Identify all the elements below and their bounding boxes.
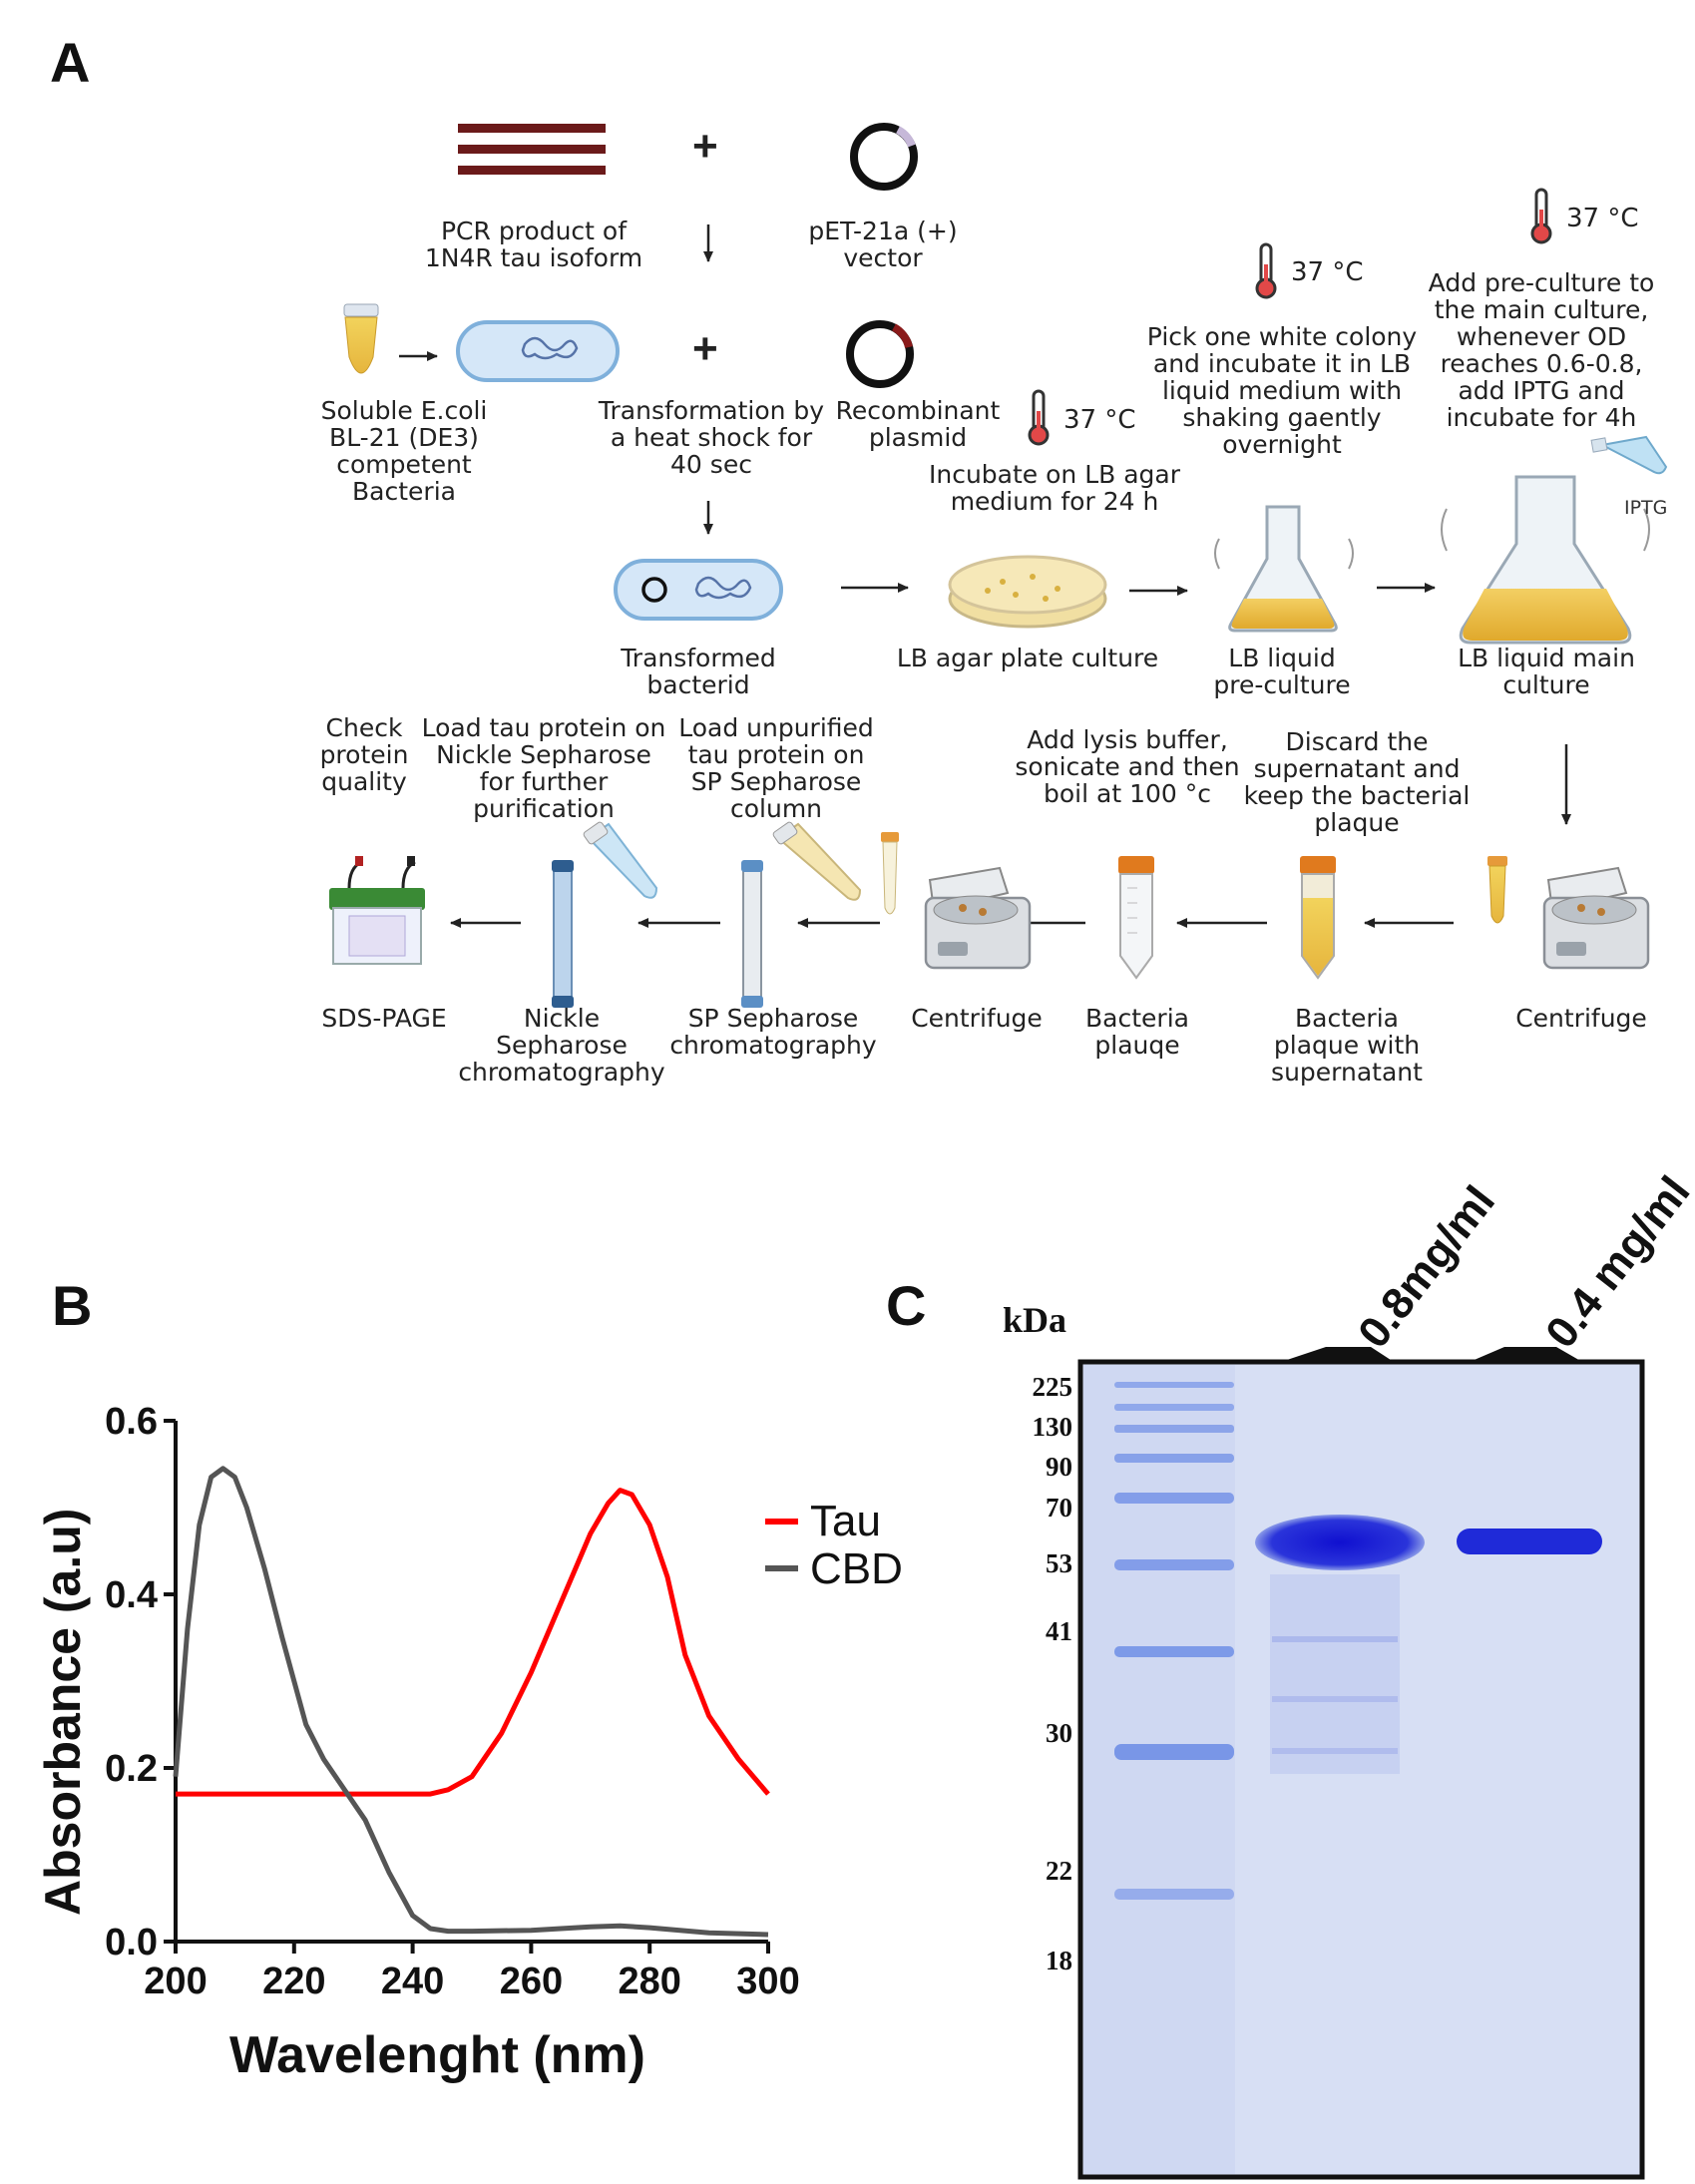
centrifuge-icon-2	[924, 866, 1032, 970]
tau-series-line	[176, 1488, 770, 1797]
nickle-sepharose-column-icon	[552, 860, 574, 1008]
loading-tube-icon-2	[583, 821, 658, 899]
label-sds-page: SDS-PAGE	[321, 1004, 447, 1033]
temp-label-3: 37 °C	[1566, 204, 1639, 233]
iptg-tube-icon	[1590, 435, 1668, 475]
label-centrifuge-2: Centrifuge	[911, 1004, 1043, 1033]
label-main-culture: LB liquid main culture	[1458, 644, 1635, 699]
label-check-quality: Check protein quality	[319, 713, 409, 796]
label-vector: pET-21a (+) vector	[808, 217, 958, 272]
marker-label-41: 41	[1046, 1616, 1072, 1646]
x-tick-label: 200	[144, 1961, 207, 2002]
marker-label-130: 130	[1032, 1412, 1073, 1442]
main-culture-flask-icon	[1441, 475, 1650, 645]
label-iptg: IPTG	[1624, 497, 1668, 519]
petri-dish-icon	[948, 555, 1107, 629]
cbd-series-line	[173, 1466, 769, 1938]
panel-letter-b: B	[52, 1274, 93, 1337]
thermometer-icon-3	[1530, 188, 1552, 244]
lane-marker-1	[1281, 1347, 1394, 1362]
falcon-tube-plaque-icon	[1118, 856, 1154, 980]
legend-label-cbd: CBD	[810, 1544, 903, 1593]
small-tube-icon-1	[1487, 856, 1507, 924]
thermometer-icon-1	[1028, 389, 1050, 446]
label-transformation: Transformation by a heat shock for 40 se…	[598, 396, 825, 479]
preculture-flask-icon	[1214, 505, 1354, 633]
x-tick-label: 300	[736, 1961, 799, 2002]
label-incubate-agar: Incubate on LB agar medium for 24 h	[928, 460, 1181, 516]
plus-sign-1: +	[692, 122, 718, 171]
panel-letter-c: C	[886, 1274, 927, 1337]
sp-sepharose-column-icon	[741, 860, 763, 1008]
y-tick-label: 0.6	[105, 1401, 158, 1443]
marker-label-53: 53	[1046, 1548, 1072, 1578]
sds-page-apparatus-icon	[329, 856, 425, 965]
label-nickle-chromatography: Nickle Sepharose chromatography	[458, 1004, 665, 1087]
label-preculture: LB liquid pre-culture	[1213, 644, 1351, 699]
label-plaque-supernatant: Bacteria plaque with supernatant	[1271, 1004, 1423, 1087]
label-bacteria-plauqe: Bacteria plauqe	[1085, 1004, 1189, 1060]
lane-marker-2	[1470, 1347, 1582, 1362]
label-agar-plate: LB agar plate culture	[896, 644, 1159, 672]
label-load-unpurified: Load unpurified tau protein on SP Sephar…	[678, 713, 874, 823]
sds-gel-image	[1077, 1347, 1645, 2180]
x-tick-label: 240	[381, 1961, 444, 2002]
label-transformed: Transformed bacterid	[621, 644, 776, 699]
small-tube-icon-2	[881, 832, 899, 915]
bacterium-icon	[456, 320, 620, 382]
marker-label-90: 90	[1046, 1452, 1072, 1482]
marker-label-70: 70	[1046, 1493, 1072, 1523]
band-lane-1	[1255, 1515, 1425, 1570]
y-tick-label: 0.0	[105, 1922, 158, 1964]
label-load-tau: Load tau protein on Nickle Sepharose for…	[421, 713, 666, 823]
x-tick-label: 220	[262, 1961, 325, 2002]
label-centrifuge-1: Centrifuge	[1515, 1004, 1647, 1033]
kda-label: kDa	[1003, 1300, 1067, 1340]
label-ecoli: Soluble E.coli BL-21 (DE3) competent Bac…	[320, 396, 488, 506]
plus-sign-2: +	[692, 324, 718, 373]
ecoli-tube-icon	[343, 303, 379, 374]
legend-label-tau: Tau	[810, 1497, 881, 1545]
thermometer-icon-2	[1255, 242, 1277, 299]
y-tick-label: 0.2	[105, 1748, 158, 1790]
recombinant-plasmid-icon	[846, 320, 914, 388]
x-axis-title: Wavelenght (nm)	[229, 2026, 645, 2084]
pcr-product-icon	[458, 124, 606, 175]
marker-label-18: 18	[1046, 1946, 1072, 1975]
centrifuge-icon-1	[1542, 866, 1650, 970]
marker-label-30: 30	[1046, 1718, 1072, 1748]
absorbance-chart: 200 220 240 260 280 300 0.0 0.2 0.4 0.6	[105, 1401, 800, 2002]
y-tick-label: 0.4	[105, 1574, 158, 1616]
label-pick-colony: Pick one white colony and incubate it in…	[1146, 322, 1418, 459]
temp-label-1: 37 °C	[1063, 405, 1136, 435]
label-discard: Discard the supernatant and keep the bac…	[1243, 727, 1471, 837]
temp-label-2: 37 °C	[1291, 257, 1364, 287]
label-recombinant-plasmid: Recombinant plasmid	[835, 396, 1001, 452]
label-add-lysis: Add lysis buffer, sonicate and then boil…	[1015, 725, 1240, 808]
y-axis-title: Absorbance (a.u)	[35, 1508, 91, 1916]
marker-label-22: 22	[1046, 1856, 1072, 1886]
loading-tube-icon-1	[772, 821, 862, 901]
falcon-tube-supernatant-icon	[1300, 856, 1336, 980]
ladder-bands	[1114, 1382, 1234, 1900]
label-sp-chromatography: SP Sepharose chromatography	[669, 1004, 877, 1060]
panel-letter-a: A	[50, 31, 91, 94]
label-pcr-product: PCR product of 1N4R tau isoform	[424, 217, 643, 272]
vector-plasmid-icon	[850, 123, 918, 191]
x-tick-label: 280	[618, 1961, 680, 2002]
x-tick-label: 260	[500, 1961, 563, 2002]
transformed-bacterium-icon	[614, 559, 783, 621]
band-lane-2	[1457, 1529, 1602, 1554]
marker-label-225: 225	[1032, 1372, 1073, 1402]
label-add-preculture: Add pre-culture to the main culture, whe…	[1428, 268, 1655, 432]
